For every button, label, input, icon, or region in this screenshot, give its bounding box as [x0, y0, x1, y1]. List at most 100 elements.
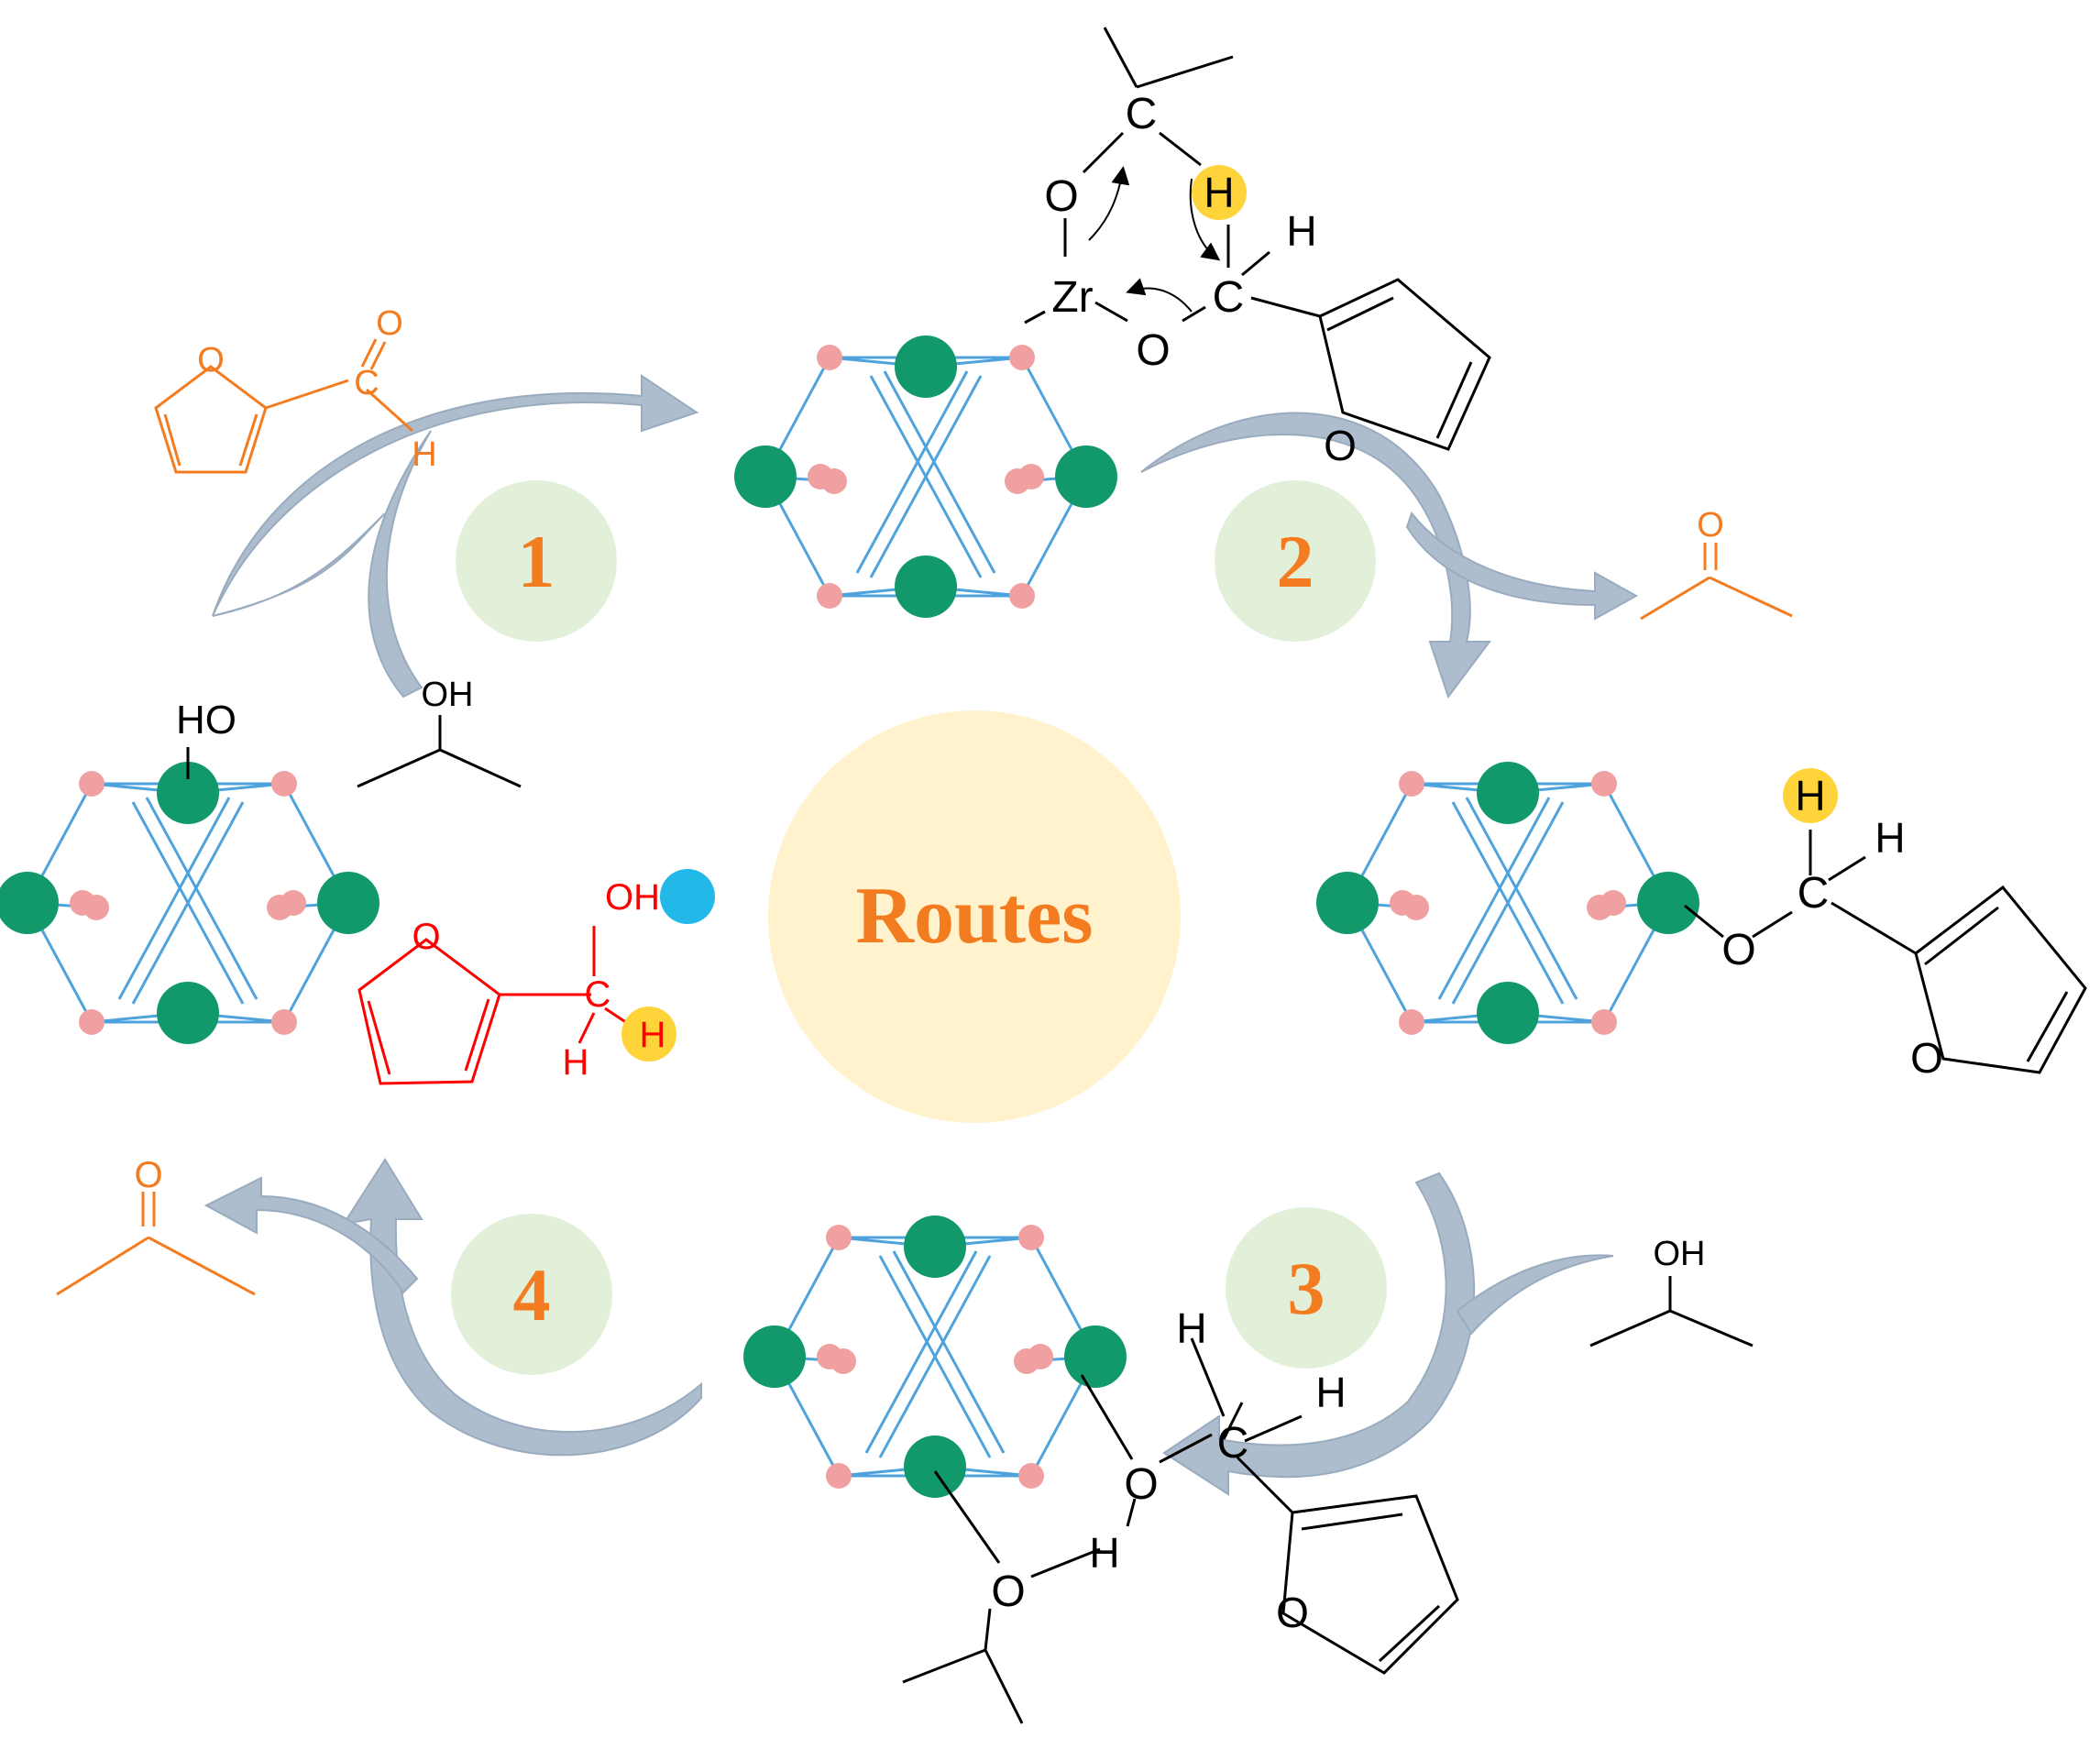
- furfuryl-h-highlight: H: [640, 1015, 666, 1055]
- o-atom: [826, 1463, 852, 1489]
- o-atom: [1018, 1225, 1044, 1250]
- zr-atom: [1316, 872, 1379, 934]
- isopropanol-1-oh: OH: [422, 676, 474, 714]
- zr-atom: [904, 1216, 966, 1278]
- zr-atom: [1477, 982, 1539, 1044]
- alkoxide-h-highlight: H: [1795, 772, 1825, 820]
- o-atom: [271, 1009, 297, 1035]
- routes-title: Routes: [855, 872, 1093, 961]
- cluster-hydroxyl: HO: [176, 698, 236, 779]
- step-3-badge: 3: [1226, 1207, 1387, 1369]
- o-atom: [267, 895, 292, 920]
- cluster-bond: [1451, 801, 1565, 1005]
- isopropanol-2-oh: OH: [1654, 1235, 1706, 1273]
- furfuryl-h: H: [563, 1042, 589, 1083]
- o-atom: [826, 1225, 852, 1250]
- furfuryl-alcohol: O OH C H H: [357, 869, 715, 1085]
- bottom-h-bridge: H: [1089, 1529, 1119, 1577]
- o-atom: [83, 895, 109, 920]
- ts-h-highlight: H: [1204, 169, 1234, 216]
- bottom-o-ring: O: [1276, 1589, 1309, 1636]
- cluster-bond: [145, 797, 258, 1000]
- o-atom: [1399, 1009, 1424, 1035]
- alkoxide-o-ring: O: [1910, 1034, 1943, 1082]
- acetone-1: O: [1640, 506, 1793, 621]
- zr-clusters: [0, 336, 1699, 1498]
- transition-state: C O H H Zr C O O: [1024, 27, 1491, 469]
- o-atom: [1587, 895, 1612, 920]
- zr-atom: [0, 872, 59, 934]
- cluster-bond: [878, 1255, 992, 1458]
- cluster-right: [1316, 762, 1699, 1044]
- zr-atom: [1064, 1326, 1127, 1388]
- ts-c-mid: C: [1213, 273, 1245, 322]
- o-atom: [817, 583, 842, 609]
- bottom-intermediate: H H C O H O O: [902, 1304, 1459, 1724]
- o-atom: [1009, 583, 1035, 609]
- ts-o-ring: O: [1324, 422, 1357, 469]
- ts-zr: Zr: [1051, 273, 1093, 322]
- furfural-molecule: O C O H: [154, 304, 437, 474]
- alkoxide-c: C: [1798, 869, 1830, 918]
- furfuryl-o-ring: O: [412, 917, 440, 957]
- cluster-bond: [1465, 797, 1578, 1000]
- arrow-step3-main: [1162, 1172, 1476, 1496]
- zr-atom: [904, 1436, 966, 1498]
- cluster-bond: [892, 1250, 1006, 1454]
- zr-atom: [743, 1326, 806, 1388]
- bottom-h-right: H: [1315, 1369, 1346, 1416]
- cluster-top: [734, 336, 1117, 618]
- arrow-step3-branch: [1456, 1254, 1614, 1336]
- arrow-step1-inner: [368, 430, 432, 698]
- zr-atom: [157, 762, 219, 824]
- alkoxide-intermediate: H H C O O: [1684, 768, 2087, 1082]
- alkoxide-o: O: [1721, 926, 1755, 974]
- zr-atom: [1055, 446, 1117, 508]
- zr-atom: [895, 556, 957, 618]
- step-4-label: 4: [513, 1253, 551, 1336]
- o-atom: [830, 1348, 856, 1374]
- o-atom: [1591, 771, 1617, 797]
- o-atom: [817, 345, 842, 370]
- furfural-c: C: [354, 364, 379, 402]
- o-atom: [1014, 1348, 1039, 1374]
- alkoxide-h: H: [1875, 814, 1905, 862]
- furfural-h: H: [412, 435, 436, 474]
- zr-atom: [734, 446, 797, 508]
- step-1-label: 1: [518, 520, 555, 603]
- cluster-bond: [869, 375, 983, 578]
- o-atom: [1005, 468, 1030, 494]
- center-circle: Routes: [768, 710, 1181, 1123]
- o-atom: [271, 771, 297, 797]
- zr-atom: [317, 872, 379, 934]
- furfuryl-c: C: [585, 974, 611, 1015]
- o-atom: [79, 1009, 104, 1035]
- step-2-label: 2: [1277, 520, 1314, 603]
- bottom-c: C: [1217, 1419, 1249, 1468]
- arrow-step2-main: [1140, 412, 1491, 699]
- step-1-badge: 1: [456, 480, 617, 642]
- cluster-hydroxyl-label: HO: [176, 698, 236, 742]
- arrow-step4-branch: [203, 1176, 419, 1294]
- bottom-h-top: H: [1176, 1304, 1206, 1352]
- o-atom: [79, 771, 104, 797]
- cluster-bond: [883, 370, 996, 574]
- furfuryl-oh: OH: [605, 877, 660, 918]
- isopropanol-1: OH: [357, 676, 522, 788]
- zr-atom: [1637, 872, 1699, 934]
- bottom-o-surface: O: [1124, 1460, 1158, 1509]
- cluster-bond: [864, 1250, 978, 1454]
- o-atom: [1403, 895, 1429, 920]
- zr-atom: [157, 982, 219, 1044]
- ts-c-top: C: [1126, 90, 1158, 138]
- acetone-1-o: O: [1697, 506, 1724, 544]
- o-atom: [821, 468, 847, 494]
- arrow-step2-branch: [1405, 511, 1639, 621]
- step-3-label: 3: [1288, 1247, 1325, 1330]
- acetone-2-o: O: [134, 1155, 162, 1195]
- isopropanol-2: OH: [1589, 1235, 1754, 1348]
- zr-atom: [895, 336, 957, 398]
- cluster-bond: [1437, 797, 1551, 1000]
- zr-atom: [1477, 762, 1539, 824]
- bottom-o-isopropoxy: O: [991, 1568, 1025, 1616]
